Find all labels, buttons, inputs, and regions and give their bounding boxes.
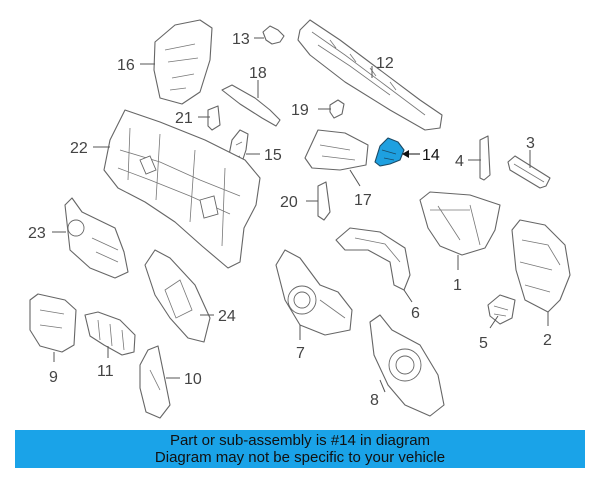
banner-line-1: Part or sub-assembly is #14 in diagram bbox=[169, 432, 431, 449]
part-6: 6 bbox=[335, 227, 420, 322]
part-5: 5 bbox=[479, 294, 516, 352]
callout-6: 6 bbox=[411, 305, 420, 322]
callout-19: 19 bbox=[291, 102, 309, 119]
callout-15: 15 bbox=[264, 147, 282, 164]
info-banner: Part or sub-assembly is #14 in diagram D… bbox=[15, 430, 585, 468]
part-17: 17 bbox=[304, 129, 372, 209]
part-18: 18 bbox=[221, 65, 281, 127]
callout-16: 16 bbox=[117, 57, 135, 74]
part-11: 11 bbox=[84, 311, 136, 380]
callout-1: 1 bbox=[453, 277, 462, 294]
callout-22: 22 bbox=[70, 140, 88, 157]
callout-23: 23 bbox=[28, 225, 46, 242]
callout-14: 14 bbox=[422, 147, 440, 164]
callout-11: 11 bbox=[97, 363, 114, 380]
part-13: 13 bbox=[232, 25, 285, 48]
part-22: 22 bbox=[70, 109, 261, 269]
callout-24: 24 bbox=[218, 308, 236, 325]
callout-21: 21 bbox=[175, 110, 193, 127]
part-8: 8 bbox=[369, 314, 445, 417]
part-3: 3 bbox=[507, 135, 551, 189]
callout-9: 9 bbox=[49, 369, 58, 386]
parts-diagram: 16 13 12 18 21 19 15 bbox=[28, 19, 571, 419]
part-21: 21 bbox=[175, 105, 221, 131]
callout-18: 18 bbox=[249, 65, 267, 82]
part-9: 9 bbox=[29, 293, 77, 386]
part-7: 7 bbox=[275, 249, 353, 362]
part-4: 4 bbox=[455, 135, 491, 181]
part-19: 19 bbox=[291, 99, 345, 119]
callout-10: 10 bbox=[184, 371, 202, 388]
part-14: 14 bbox=[374, 137, 440, 167]
callout-7: 7 bbox=[296, 345, 305, 362]
part-1: 1 bbox=[419, 191, 501, 294]
part-12: 12 bbox=[297, 19, 443, 131]
part-24: 24 bbox=[144, 249, 236, 343]
part-20: 20 bbox=[280, 181, 331, 221]
callout-17: 17 bbox=[354, 192, 372, 209]
part-2: 2 bbox=[511, 219, 571, 349]
callout-3: 3 bbox=[526, 135, 535, 152]
callout-2: 2 bbox=[543, 332, 552, 349]
callout-12: 12 bbox=[376, 55, 394, 72]
callout-8: 8 bbox=[370, 392, 379, 409]
callout-13: 13 bbox=[232, 31, 250, 48]
part-10: 10 bbox=[139, 345, 202, 419]
part-16: 16 bbox=[117, 19, 213, 105]
part-23: 23 bbox=[28, 197, 129, 279]
callout-5: 5 bbox=[479, 335, 488, 352]
callout-20: 20 bbox=[280, 194, 298, 211]
banner-line-2: Diagram may not be specific to your vehi… bbox=[154, 449, 446, 466]
callout-4: 4 bbox=[455, 153, 464, 170]
